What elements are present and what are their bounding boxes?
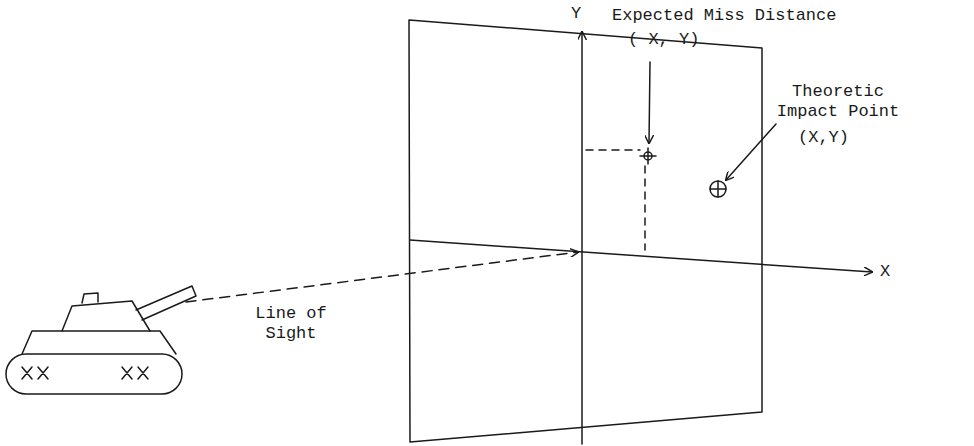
x-axis [410,240,872,272]
axis-label: X [880,262,904,282]
tank-illustration [6,286,196,394]
coordinate-label: ( X, Y) [628,30,738,50]
target-plane [409,20,762,442]
impact-point-symbol [710,181,726,197]
y-axis [581,32,583,444]
callout-label: Theoretic Impact Point [768,82,908,122]
leader-arrow [726,124,776,180]
callout-label: Expected Miss Distance [612,6,872,26]
miss-point-marker [640,148,656,164]
caption-label: Line of Sight [246,304,336,344]
projection-line [586,149,640,151]
axis-label: Y [571,4,595,24]
leader-arrow [649,62,650,143]
projection-line [644,166,646,250]
coordinate-label: (X,Y) [798,128,878,148]
line-of-sight [186,252,578,302]
